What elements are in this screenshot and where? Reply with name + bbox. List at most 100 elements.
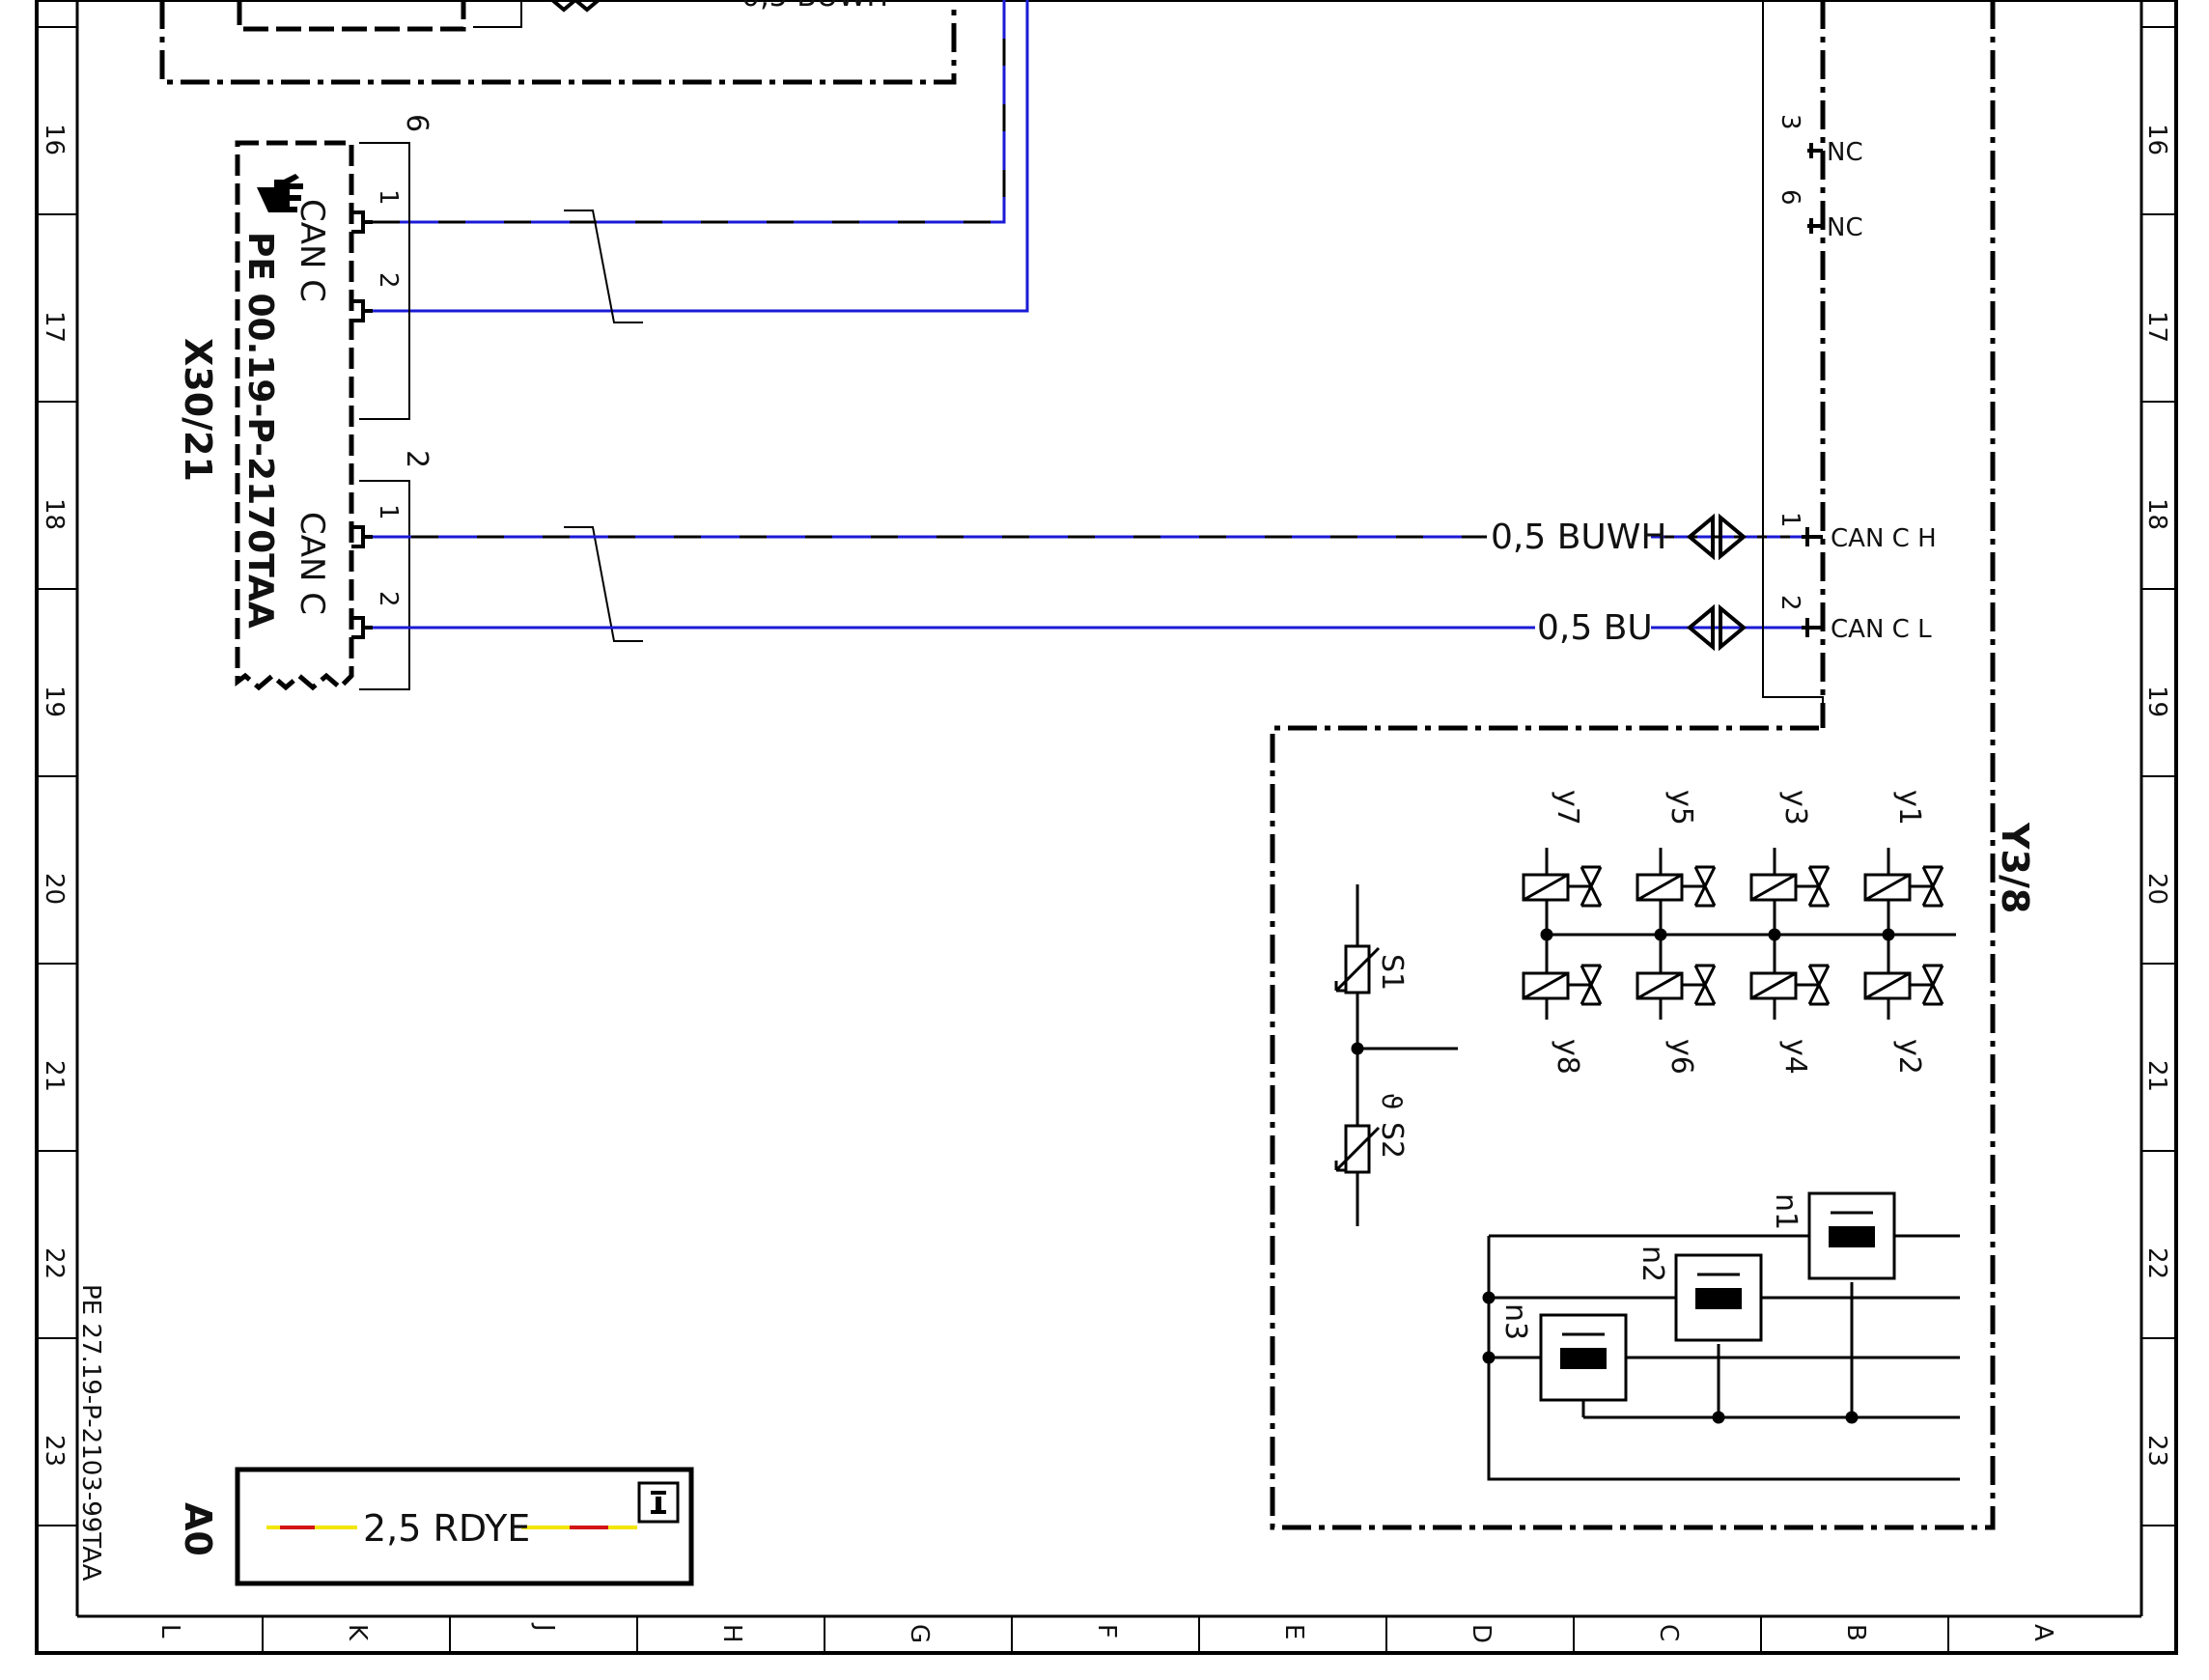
sensor-label: S2 — [1375, 1122, 1409, 1159]
pin-can-c-h: 1 CAN C H — [1776, 512, 1937, 553]
pin-number: 2 — [374, 272, 403, 289]
top-fragment-wire-label: 0,5 BUWH — [741, 0, 888, 14]
valve-y7 — [1522, 865, 1603, 908]
connector-x30-21[interactable]: PE 00.19-P-2170TAA X30/21 6 CAN C 1 2 2 … — [177, 114, 433, 691]
pin-can-c-l: 2 CAN C L — [1776, 595, 1932, 644]
pin-label: NC — [1827, 138, 1863, 167]
pin-number: 3 — [1776, 114, 1804, 130]
sensor-block — [1351, 884, 1458, 1226]
row-number-right: 19 — [2142, 686, 2171, 717]
column-letter: F — [1092, 1624, 1121, 1638]
row-number-left: 22 — [40, 1247, 69, 1279]
row-number-left: 18 — [40, 498, 69, 530]
valve-label: y3 — [1778, 790, 1812, 826]
module-id: Y3/8 — [1994, 822, 2036, 913]
twisted-pair-marker — [564, 210, 643, 642]
bus-label: CAN C — [293, 199, 331, 302]
row-number-left: 23 — [40, 1435, 69, 1467]
pin-number: 1 — [374, 504, 403, 520]
row-number-right: 22 — [2142, 1247, 2171, 1279]
column-letter: D — [1467, 1624, 1496, 1643]
temperature-symbol: ϑ — [1376, 1093, 1408, 1109]
module-y3-8[interactable]: Y3/8 3 NC 6 NC 1 CAN C H 2 CAN C L — [1270, 0, 2036, 1530]
column-letter: E — [1279, 1624, 1308, 1639]
row-number-left: 21 — [40, 1060, 69, 1092]
valve-label: y5 — [1664, 790, 1698, 826]
valve-label: y4 — [1778, 1039, 1812, 1075]
column-letter: B — [1841, 1624, 1870, 1641]
connector-group-1: 6 CAN C 1 2 — [293, 114, 433, 420]
valve-label: y8 — [1551, 1039, 1584, 1075]
valve-y3 — [1749, 865, 1831, 908]
column-letter: J — [530, 1622, 559, 1632]
row-number-right: 20 — [2142, 873, 2171, 905]
sensor-label: S1 — [1375, 954, 1409, 991]
speed-sensor-label: n3 — [1498, 1303, 1532, 1340]
pin-nc-6: 6 NC — [1776, 189, 1863, 242]
pin-number: 1 — [1776, 512, 1804, 528]
group-number: 6 — [400, 114, 433, 132]
connector-id: X30/21 — [177, 338, 219, 482]
valve-label: y7 — [1551, 790, 1584, 826]
speed-sensor-label: n2 — [1636, 1246, 1669, 1282]
row-number-right: 23 — [2142, 1435, 2171, 1467]
pin-number: 1 — [374, 189, 403, 206]
pin-label: CAN C L — [1831, 615, 1932, 644]
row-number-left: 19 — [40, 686, 69, 717]
column-letter: A — [2028, 1624, 2057, 1641]
column-letter: C — [1654, 1624, 1683, 1641]
valve-y1 — [1863, 865, 1944, 908]
row-number-right: 21 — [2142, 1060, 2171, 1092]
row-number-right: 17 — [2142, 311, 2171, 343]
speed-sensor-n2-icon — [1674, 1253, 1763, 1342]
row-number-left: 17 — [40, 311, 69, 343]
hand-pointer-icon — [257, 174, 303, 212]
pin-label: CAN C H — [1831, 524, 1937, 553]
row-number-left: 20 — [40, 873, 69, 905]
valve-y6 — [1636, 964, 1717, 1006]
valve-y2 — [1863, 964, 1944, 1006]
column-letter: H — [717, 1624, 746, 1643]
sensor-s1-icon — [1334, 944, 1381, 994]
row-numbers: 16 16 17 17 18 18 19 19 20 20 21 21 22 2… — [40, 124, 2171, 1467]
column-grid-ticks — [262, 1616, 1949, 1653]
valve-y5 — [1636, 865, 1717, 908]
pin-number: 2 — [1776, 595, 1804, 611]
valve-label: y2 — [1892, 1039, 1926, 1075]
plug-connector-icon — [1686, 513, 1748, 652]
footer-doc-ref: PE 27.19-P-2103-99TAA — [76, 1284, 105, 1582]
valve-labels: y7 y5 y3 y1 y8 y6 y4 y2 — [1551, 790, 1926, 1075]
group-number: 2 — [400, 450, 433, 468]
column-letter: L — [155, 1624, 184, 1638]
row-number-right: 16 — [2142, 124, 2171, 155]
speed-sensor-label: n1 — [1769, 1193, 1803, 1230]
info-icon[interactable] — [637, 1481, 680, 1524]
top-component-fragment: 0,5 BUWH — [159, 0, 957, 85]
speed-sensor-n1-icon — [1807, 1191, 1896, 1280]
can-l-wire-label: 0,5 BU — [1537, 608, 1653, 648]
pin-nc-3: 3 NC — [1776, 114, 1863, 167]
column-letter: G — [905, 1624, 934, 1643]
valve-label: y1 — [1892, 790, 1926, 826]
valve-label: y6 — [1664, 1039, 1698, 1075]
valve-y4 — [1749, 964, 1831, 1006]
bus-label: CAN C — [293, 512, 331, 615]
valve-y8 — [1522, 964, 1603, 1006]
top-can-wires — [373, 0, 1029, 313]
sensor-s2-icon — [1334, 1124, 1381, 1174]
column-letters: L K J H G F E D C B A — [155, 1622, 2057, 1643]
legend-wire-label: 2,5 RDYE — [363, 1507, 530, 1550]
row-number-left: 16 — [40, 124, 69, 155]
pin-number: 2 — [374, 591, 403, 607]
speed-sensor-n3-icon — [1539, 1313, 1628, 1402]
legend-a0[interactable]: A0 2,5 RDYE — [177, 1467, 694, 1586]
pin-label: NC — [1827, 213, 1863, 242]
connector-doc-ref: PE 00.19-P-2170TAA — [240, 232, 280, 629]
drawing-frame — [35, 0, 2178, 1655]
row-number-right: 18 — [2142, 498, 2171, 530]
row-grid-ticks — [37, 26, 2176, 1526]
connector-group-2: 2 CAN C 1 2 — [293, 450, 433, 690]
column-letter: K — [343, 1624, 372, 1641]
can-h-wire-label: 0,5 BUWH — [1491, 518, 1666, 557]
